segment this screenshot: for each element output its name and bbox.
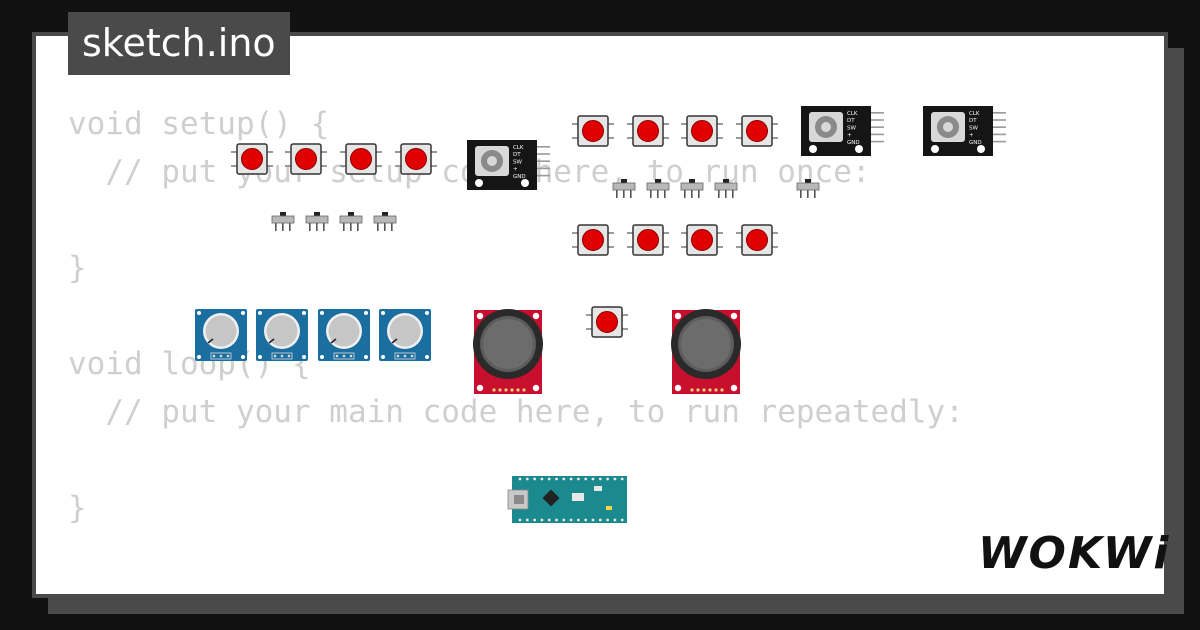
- wokwi-logo: WOKWi: [978, 528, 1171, 579]
- slide-switch[interactable]: [612, 179, 636, 198]
- potentiometer[interactable]: [195, 309, 247, 361]
- encoder-pin-label: CLK: [847, 111, 858, 117]
- pushbutton[interactable]: [627, 224, 669, 256]
- encoder-pin-label: +: [969, 133, 974, 139]
- analog-joystick[interactable]: [671, 309, 741, 394]
- pushbutton[interactable]: [395, 143, 437, 175]
- encoder-pin-label: DT: [513, 152, 521, 158]
- potentiometer[interactable]: [256, 309, 308, 361]
- slide-switch[interactable]: [271, 212, 295, 231]
- pushbutton[interactable]: [681, 115, 723, 147]
- encoder-pin-label: SW: [513, 159, 522, 165]
- pushbutton[interactable]: [231, 143, 273, 175]
- pushbutton[interactable]: [285, 143, 327, 175]
- slide-switch[interactable]: [714, 179, 738, 198]
- slide-switch[interactable]: [796, 179, 820, 198]
- encoder-pin-label: GND: [969, 140, 982, 146]
- file-tab-title: sketch.ino: [82, 21, 276, 65]
- code-line: void setup() {: [68, 106, 330, 142]
- code-line: }: [68, 490, 87, 526]
- code-line: }: [68, 250, 87, 286]
- pushbutton[interactable]: [572, 224, 614, 256]
- file-tab[interactable]: sketch.ino: [68, 12, 290, 75]
- encoder-pin-label: CLK: [969, 111, 980, 117]
- arduino-nano[interactable]: [507, 476, 627, 523]
- slide-switch[interactable]: [339, 212, 363, 231]
- analog-joystick[interactable]: [473, 309, 543, 394]
- encoder-pin-label: SW: [969, 125, 978, 131]
- pushbutton[interactable]: [340, 143, 382, 175]
- potentiometer[interactable]: [379, 309, 431, 361]
- encoder-pin-label: DT: [969, 118, 977, 124]
- encoder-pin-label: CLK: [513, 145, 524, 151]
- slide-switch[interactable]: [373, 212, 397, 231]
- pushbutton[interactable]: [627, 115, 669, 147]
- pushbutton[interactable]: [572, 115, 614, 147]
- encoder-pin-label: GND: [847, 140, 860, 146]
- encoder-pin-label: SW: [847, 125, 856, 131]
- slide-switch[interactable]: [646, 179, 670, 198]
- slide-switch[interactable]: [680, 179, 704, 198]
- pushbutton[interactable]: [736, 224, 778, 256]
- pushbutton[interactable]: [681, 224, 723, 256]
- slide-switch[interactable]: [305, 212, 329, 231]
- encoder-pin-label: DT: [847, 118, 855, 124]
- pushbutton[interactable]: [586, 306, 628, 338]
- pushbutton[interactable]: [736, 115, 778, 147]
- encoder-pin-label: GND: [513, 174, 526, 180]
- encoder-pin-label: +: [847, 133, 852, 139]
- potentiometer[interactable]: [318, 309, 370, 361]
- code-line: // put your main code here, to run repea…: [68, 394, 964, 430]
- encoder-pin-label: +: [513, 167, 518, 173]
